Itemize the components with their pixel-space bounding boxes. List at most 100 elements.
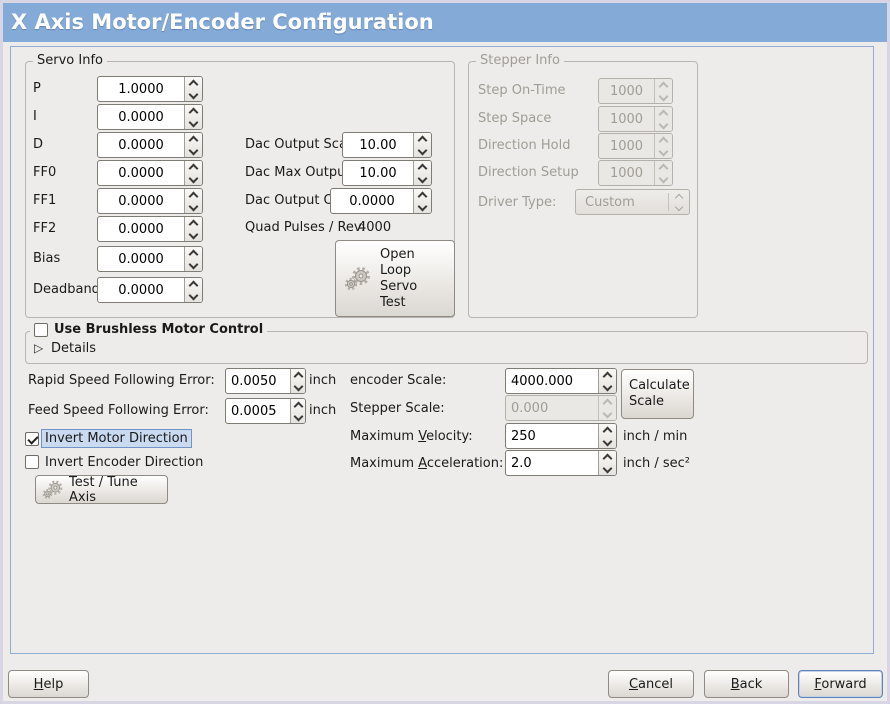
servo-p-input[interactable]: [98, 77, 184, 101]
spin-up-icon[interactable]: [188, 135, 199, 145]
spin-down-icon[interactable]: [293, 411, 303, 421]
spin-up-icon[interactable]: [188, 191, 199, 201]
feed-ferror-spinbox[interactable]: [225, 398, 306, 424]
servo-ff0-input[interactable]: [98, 161, 184, 185]
spin-buttons[interactable]: [598, 451, 616, 475]
spin-buttons[interactable]: [413, 189, 431, 213]
dac-output-scale-spinbox[interactable]: [342, 132, 432, 158]
max-velocity-spinbox[interactable]: [505, 423, 617, 449]
dac-output-scale-input[interactable]: [343, 133, 413, 157]
invert-motor-checkbox[interactable]: [25, 432, 39, 446]
encoder-scale-spinbox[interactable]: [505, 368, 617, 394]
rapid-ferror-input[interactable]: [226, 369, 290, 393]
spin-down-icon[interactable]: [188, 173, 199, 183]
details-expander-icon[interactable]: ▷: [34, 341, 44, 355]
spin-down-icon[interactable]: [602, 463, 613, 473]
max-accel-input[interactable]: [506, 451, 598, 475]
spin-down-icon[interactable]: [417, 201, 428, 211]
rapid-ferror-spinbox[interactable]: [225, 368, 306, 394]
spin-down-icon[interactable]: [417, 173, 428, 183]
servo-info-frame: Servo Info: [25, 53, 455, 318]
spin-up-icon[interactable]: [188, 79, 199, 89]
servo-bias-spinbox[interactable]: [97, 246, 203, 272]
dac-output-offset-input[interactable]: [331, 189, 413, 213]
spin-buttons[interactable]: [413, 161, 431, 185]
servo-ff1-spinbox[interactable]: [97, 188, 203, 214]
invert-motor-label[interactable]: Invert Motor Direction: [41, 429, 192, 448]
spin-up-icon[interactable]: [417, 163, 428, 173]
servo-deadband-label: Deadband: [33, 282, 100, 297]
spin-down-icon[interactable]: [417, 145, 428, 155]
spin-down-icon[interactable]: [188, 117, 199, 127]
servo-bias-input[interactable]: [98, 247, 184, 271]
spin-up-icon[interactable]: [602, 426, 613, 436]
spin-up-icon[interactable]: [293, 371, 303, 381]
forward-button[interactable]: Forward: [798, 670, 883, 698]
spin-down-icon[interactable]: [602, 436, 613, 446]
dac-max-output-input[interactable]: [343, 161, 413, 185]
spin-buttons[interactable]: [184, 77, 202, 101]
dac-output-offset-spinbox[interactable]: [330, 188, 432, 214]
servo-info-legend: Servo Info: [33, 53, 107, 68]
spin-up-icon[interactable]: [188, 163, 199, 173]
spin-buttons[interactable]: [184, 105, 202, 129]
servo-i-spinbox[interactable]: [97, 104, 203, 130]
servo-ff2-spinbox[interactable]: [97, 216, 203, 242]
spin-buttons[interactable]: [290, 369, 305, 393]
servo-deadband-spinbox[interactable]: [97, 277, 203, 303]
spin-buttons: [654, 134, 672, 158]
spin-buttons[interactable]: [184, 217, 202, 241]
spin-down-icon[interactable]: [188, 89, 199, 99]
spin-up-icon[interactable]: [188, 219, 199, 229]
servo-d-spinbox[interactable]: [97, 132, 203, 158]
spin-up-icon[interactable]: [417, 135, 428, 145]
spin-down-icon[interactable]: [188, 290, 199, 300]
spin-buttons[interactable]: [598, 424, 616, 448]
calculate-scale-label: Calculate Scale: [629, 378, 690, 409]
spin-down-icon[interactable]: [293, 381, 303, 391]
max-accel-spinbox[interactable]: [505, 450, 617, 476]
spin-down-icon: [658, 146, 669, 156]
spin-down-icon[interactable]: [188, 201, 199, 211]
test-tune-axis-button[interactable]: Test / Tune Axis: [35, 475, 168, 505]
spin-up-icon[interactable]: [188, 107, 199, 117]
spin-up-icon[interactable]: [188, 249, 199, 259]
servo-ff0-spinbox[interactable]: [97, 160, 203, 186]
servo-i-input[interactable]: [98, 105, 184, 129]
feed-ferror-input[interactable]: [226, 399, 290, 423]
spin-buttons[interactable]: [290, 399, 305, 423]
spin-buttons[interactable]: [413, 133, 431, 157]
spin-down-icon[interactable]: [188, 229, 199, 239]
servo-p-spinbox[interactable]: [97, 76, 203, 102]
spin-up-icon[interactable]: [293, 401, 303, 411]
spin-down-icon[interactable]: [188, 259, 199, 269]
servo-d-input[interactable]: [98, 133, 184, 157]
servo-deadband-input[interactable]: [98, 278, 184, 302]
invert-encoder-label[interactable]: Invert Encoder Direction: [45, 455, 204, 470]
spin-down-icon[interactable]: [188, 145, 199, 155]
spin-up-icon[interactable]: [417, 191, 428, 201]
spin-buttons[interactable]: [598, 369, 616, 393]
dac-max-output-spinbox[interactable]: [342, 160, 432, 186]
spin-buttons[interactable]: [184, 189, 202, 213]
spin-up-icon[interactable]: [602, 371, 613, 381]
spin-buttons[interactable]: [184, 133, 202, 157]
spin-up-icon[interactable]: [602, 453, 613, 463]
spin-buttons[interactable]: [184, 247, 202, 271]
details-expander-label[interactable]: Details: [51, 341, 97, 356]
use-brushless-checkbox[interactable]: [34, 322, 48, 337]
spin-buttons[interactable]: [184, 161, 202, 185]
help-button[interactable]: Help: [8, 670, 89, 698]
servo-ff1-input[interactable]: [98, 189, 184, 213]
servo-ff2-input[interactable]: [98, 217, 184, 241]
calculate-scale-button[interactable]: Calculate Scale: [621, 369, 694, 419]
encoder-scale-input[interactable]: [506, 369, 598, 393]
spin-buttons[interactable]: [184, 278, 202, 302]
invert-encoder-checkbox[interactable]: [25, 455, 39, 469]
open-loop-servo-test-button[interactable]: Open Loop Servo Test: [335, 240, 455, 317]
back-button[interactable]: Back: [704, 670, 789, 698]
spin-up-icon[interactable]: [188, 280, 199, 290]
cancel-button[interactable]: Cancel: [608, 670, 694, 698]
max-velocity-input[interactable]: [506, 424, 598, 448]
spin-down-icon[interactable]: [602, 381, 613, 391]
